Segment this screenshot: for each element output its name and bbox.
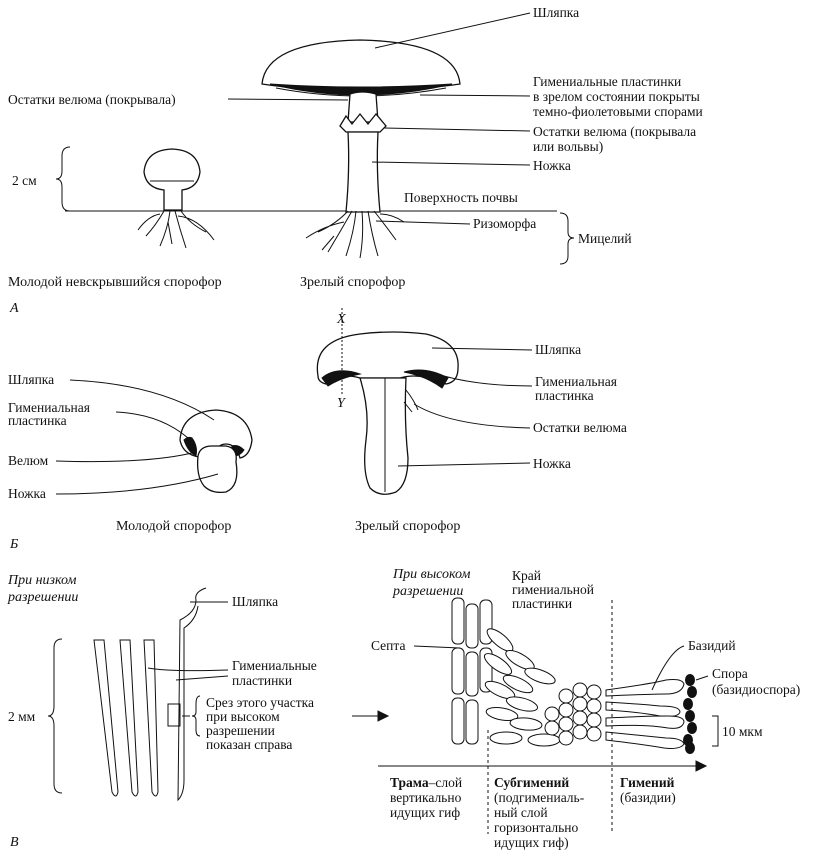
- label-c-basidium: Базидий: [688, 638, 736, 653]
- young-sporophore-section: [179, 409, 253, 494]
- zone-subhym-2: (подгимениаль-: [494, 790, 585, 805]
- label-a-mycelium: Мицелий: [578, 231, 632, 246]
- label-b-gill-right-1: Гимениальная: [535, 374, 617, 389]
- high-res-label-2: разрешении: [392, 584, 463, 599]
- scale-bracket-2cm: [55, 146, 71, 212]
- scale-label-2mm: 2 мм: [8, 709, 36, 724]
- caption-b-mature: Зрелый спорофор: [355, 519, 460, 534]
- zone-hym-2: (базидии): [620, 790, 676, 805]
- label-a-cap: Шляпка: [533, 5, 579, 20]
- panel-c-letter: В: [10, 835, 19, 850]
- axis-y-label: Y: [337, 396, 347, 411]
- section-box: [167, 703, 181, 727]
- label-b-velum-left: Велюм: [8, 453, 49, 468]
- label-c-micro-scale: 10 мкм: [722, 724, 763, 739]
- label-c-edge-3: пластинки: [512, 596, 572, 611]
- label-a-gills-2: в зрелом состоянии покрыты: [533, 89, 700, 104]
- label-a-veil-volva-1: Остатки велюма (покрывала: [533, 124, 696, 139]
- label-a-veil-volva-2: или вольвы): [533, 139, 603, 154]
- panel-b: X Y Шляпка Гимениальная пластинка Велюм …: [8, 308, 627, 552]
- label-b-stipe-left: Ножка: [8, 486, 46, 501]
- label-b-gill-right-2: пластинка: [535, 388, 594, 403]
- label-b-cap-right: Шляпка: [535, 342, 581, 357]
- label-a-gills-1: Гимениальные пластинки: [533, 74, 681, 89]
- label-c-section-4: показан справа: [206, 737, 292, 752]
- zone-trama-2: вертикально: [390, 790, 462, 805]
- panel-c: При низком разрешении 2 мм Шляпка Гимени…: [7, 567, 800, 850]
- label-c-section-2: при высоком: [206, 709, 280, 724]
- label-c-section-3: разрешении: [206, 723, 275, 738]
- label-c-gills-2: пластинки: [232, 673, 292, 688]
- label-c-spore-2: (базидиоспора): [712, 682, 800, 697]
- zone-subhym-3: ный слой: [494, 805, 548, 820]
- mature-sporophore: [261, 39, 461, 259]
- mature-sporophore-section: [316, 308, 459, 495]
- caption-a-mature: Зрелый спорофор: [300, 275, 405, 290]
- label-c-spore-1: Спора: [712, 666, 748, 681]
- label-a-stipe: Ножка: [533, 158, 571, 173]
- label-a-soil: Поверхность почвы: [404, 190, 518, 205]
- zone-subhym-1: Субгимений: [494, 775, 569, 790]
- zone-trama-3: идущих гиф: [390, 805, 460, 820]
- label-c-edge-2: гимениальной: [512, 582, 594, 597]
- label-c-section-1: Срез этого участка: [206, 695, 314, 710]
- zone-subhym-4: горизонтально: [494, 820, 578, 835]
- gills-low-res: [93, 587, 207, 802]
- panel-a-letter: А: [9, 301, 19, 316]
- caption-a-young: Молодой невскрывшийся спорофор: [8, 275, 222, 290]
- young-sporophore: [137, 148, 215, 249]
- zone-trama-1: Трама–слой: [390, 775, 462, 790]
- caption-b-young: Молодой спорофор: [116, 519, 231, 534]
- panel-a: 2 см Шляпка Остатки велюма (покрывала) Г…: [8, 5, 703, 316]
- high-res-label-1: При высоком: [392, 567, 471, 582]
- label-b-cap-left: Шляпка: [8, 372, 54, 387]
- micro-scale-bracket: [712, 715, 719, 747]
- label-c-septum: Септа: [371, 638, 405, 653]
- scale-label-2cm: 2 см: [12, 173, 37, 188]
- label-b-veil-right: Остатки велюма: [533, 420, 627, 435]
- label-a-rhizomorph: Ризоморфа: [473, 216, 536, 231]
- label-a-veil-left: Остатки велюма (покрывала): [8, 92, 176, 107]
- axis-x-label: X: [336, 312, 346, 327]
- label-a-gills-3: темно-фиолетовыми спорами: [533, 104, 703, 119]
- label-c-cap: Шляпка: [232, 594, 278, 609]
- label-b-stipe-right: Ножка: [533, 456, 571, 471]
- low-res-label-1: При низком: [7, 573, 77, 588]
- zone-hym-1: Гимений: [620, 775, 675, 790]
- scale-bracket-2mm: [47, 638, 63, 794]
- hyphae-detail: [451, 597, 697, 834]
- label-b-gill-left-1: Гимениальная: [8, 400, 90, 415]
- mycelium-bracket: [559, 212, 575, 265]
- panel-b-letter: Б: [9, 537, 18, 552]
- label-c-edge-1: Край: [512, 568, 541, 583]
- zone-subhym-5: идущих гиф): [494, 835, 569, 850]
- low-res-label-2: разрешении: [7, 590, 78, 605]
- label-b-gill-left-2: пластинка: [8, 413, 67, 428]
- label-c-gills-1: Гимениальные: [232, 658, 317, 673]
